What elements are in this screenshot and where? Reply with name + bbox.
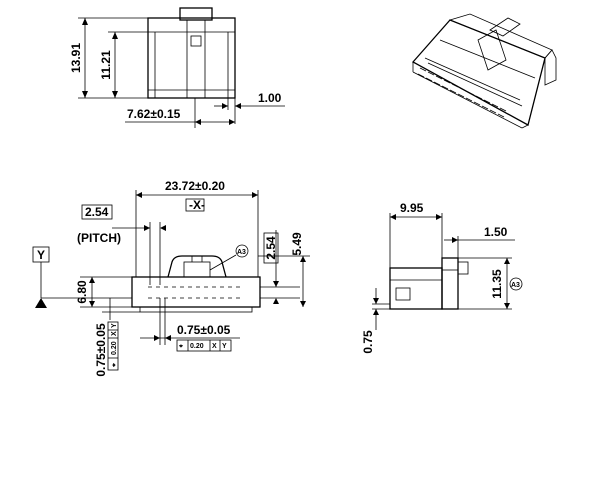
datum-y: Y (37, 248, 45, 262)
dim-7-62: 7.62±0.15 (127, 107, 181, 121)
top-view: 13.91 11.21 1.00 7.62±0.15 (69, 7, 285, 128)
dim-0-75-side: 0.75 (361, 330, 375, 354)
tol-ref-x-horiz: X (212, 343, 217, 350)
top-view-latch (179, 7, 213, 21)
front-pin-rows (148, 286, 240, 299)
dim-11-21: 11.21 (99, 50, 113, 80)
side-view: 9.95 1.50 11.35 A3 0.75 (361, 201, 523, 354)
note-a3-side: A3 (511, 282, 520, 289)
note-a3-front: A3 (237, 249, 246, 256)
datum-x: -X- (189, 198, 205, 212)
dim-6-80: 6.80 (75, 280, 89, 304)
isometric-view (411, 13, 557, 129)
side-body (389, 267, 443, 310)
tol-ref-y-vert: Y (111, 323, 118, 328)
dim-11-35: 11.35 (490, 269, 504, 299)
front-view: 23.72±0.20 -X- 2.54 (PITCH) A3 2.54 5.49… (32, 179, 310, 377)
dim-13-91: 13.91 (69, 43, 83, 73)
tol-symbol-horiz: ⌖ (178, 343, 183, 350)
pitch-label: (PITCH) (77, 231, 121, 245)
dim-2-54-vert: 2.54 (264, 236, 278, 260)
datum-y-triangle (35, 298, 47, 308)
iso-pins (417, 67, 507, 118)
top-view-body (147, 17, 236, 99)
tol-value-vert: 0.20 (111, 341, 118, 355)
pitch-box (81, 204, 113, 220)
tol-ref-x-vert: X (111, 331, 118, 336)
tol-frame-vert: ⌖ 0.20 X Y (107, 321, 119, 371)
note-a3-circle (235, 244, 249, 258)
dim-9-95: 9.95 (400, 201, 424, 215)
front-body (131, 276, 261, 308)
tol-frame-horiz: ⌖ 0.20 X Y (176, 339, 232, 352)
note-a3-side-circle (509, 277, 523, 291)
dim-1-00: 1.00 (258, 91, 282, 105)
dim-1-50: 1.50 (484, 225, 508, 239)
dim-2-54-pitch: 2.54 (85, 205, 109, 219)
iso-outline (411, 19, 546, 126)
dim-0-75-horiz: 0.75±0.05 (177, 323, 231, 337)
dim-5-49: 5.49 (290, 232, 304, 256)
dim-2-54-vert-box (263, 232, 279, 264)
tol-symbol-vert: ⌖ (111, 363, 118, 368)
tol-ref-y-horiz: Y (222, 343, 227, 350)
tol-value-horiz: 0.20 (190, 343, 204, 350)
dim-23-72: 23.72±0.20 (165, 179, 225, 193)
dim-0-75-vert: 0.75±0.05 (94, 323, 108, 377)
datum-x-box (185, 198, 205, 212)
